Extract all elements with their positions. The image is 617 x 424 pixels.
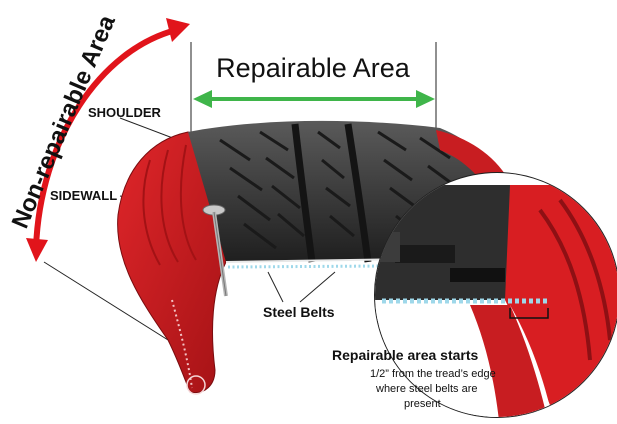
tread-groove	[291, 123, 316, 263]
non-repairable-arrow	[26, 18, 190, 262]
nail-icon	[202, 204, 228, 297]
bead-wires	[171, 299, 193, 389]
shoulder-label: SHOULDER	[88, 105, 162, 120]
steel-belts-line	[227, 264, 386, 269]
shoulder-pointer	[119, 117, 179, 141]
repairable-starts-line1: 1/2” from the tread’s edge	[370, 368, 496, 380]
tread-blocks	[219, 130, 459, 250]
steel-belts-pointer	[299, 271, 336, 303]
steel-belts-label: Steel Belts	[263, 304, 335, 320]
zoom-detail	[374, 172, 617, 418]
sidewall-groove	[160, 149, 179, 263]
bead-core	[186, 375, 206, 395]
repairable-starts-line2: where steel belts are	[375, 383, 478, 395]
steel-belts-pointer	[267, 271, 284, 303]
sidewall-groove	[142, 159, 161, 266]
repairable-area-title: Repairable Area	[216, 53, 411, 83]
repairable-starts-title: Repairable area starts	[332, 347, 479, 363]
repairable-arrow	[193, 90, 435, 108]
sidewall-label: SIDEWALL	[50, 188, 117, 203]
sidewall-groove	[179, 144, 197, 261]
tread-groove	[344, 123, 372, 263]
left-sidewall	[117, 131, 233, 394]
non-repairable-bottom-guide	[43, 261, 177, 346]
repairable-starts-line3: present	[404, 398, 441, 410]
